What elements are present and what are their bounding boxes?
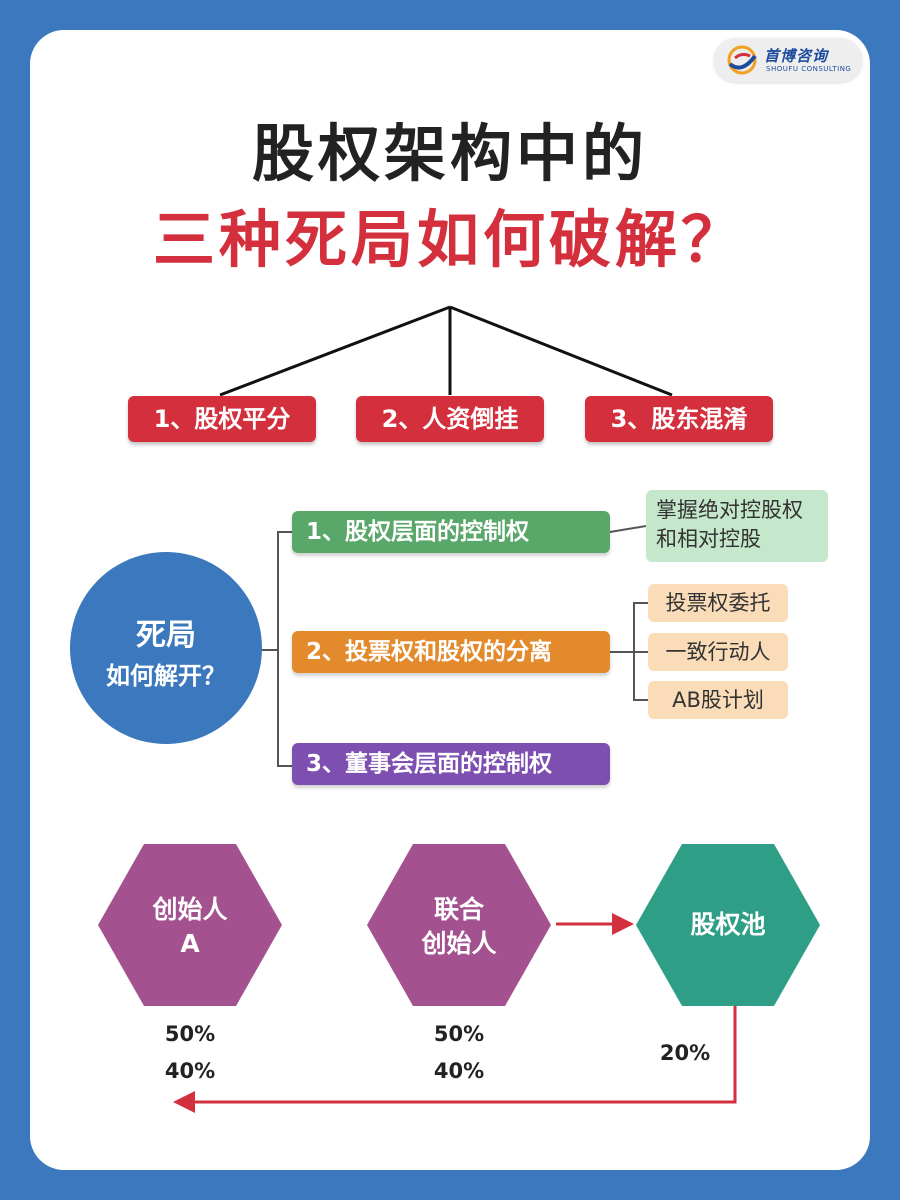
- brand-mark-icon: [727, 45, 757, 75]
- detail-tag-control: 掌握绝对控股权 和相对控股: [646, 490, 828, 562]
- solution-bar-2: 2、投票权和股权的分离: [292, 631, 610, 673]
- page-title-line1: 股权架构中的: [251, 117, 648, 190]
- brand-name-en: SHOUFU CONSULTING: [766, 65, 852, 73]
- tree-line-right: [449, 305, 673, 397]
- link-green-detail: [609, 525, 647, 533]
- founder-a-percent-2: 40%: [164, 1059, 216, 1083]
- detail-tag-control-line1: 掌握绝对控股权: [656, 498, 803, 522]
- cofounder-percent-1: 50%: [433, 1022, 485, 1046]
- hexagon-founder-a: [98, 844, 282, 1006]
- hexagon-equity-pool-label: 股权池: [690, 910, 766, 939]
- deadlock-box-2: 2、人资倒挂: [356, 396, 544, 442]
- detail-tag-ab-share: AB股计划: [648, 681, 788, 719]
- cofounder-percent-2: 40%: [433, 1059, 485, 1083]
- hexagon-founder-a-line2: A: [180, 929, 200, 958]
- equity-pool-percent: 20%: [659, 1041, 711, 1065]
- arrow-head-return: [173, 1091, 195, 1113]
- deadlock-box-3: 3、股东混淆: [585, 396, 773, 442]
- hexagon-founder-a-line1: 创始人: [152, 895, 228, 924]
- hexagon-equity-pool: [636, 844, 820, 1006]
- brand-logo: 首博咨询 SHOUFU CONSULTING: [714, 38, 862, 82]
- solution-bar-3: 3、董事会层面的控制权: [292, 743, 610, 785]
- hexagon-cofounder-line1: 联合: [433, 895, 484, 924]
- hexagon-founder-a-label: 创始人 A: [98, 893, 282, 961]
- detail-tag-control-line2: 和相对控股: [656, 527, 761, 551]
- page-title-line2: 三种死局如何破解？: [152, 203, 747, 276]
- solution-bar-1: 1、股权层面的控制权: [292, 511, 610, 553]
- bracket-main: [277, 531, 292, 767]
- arrow-head-pool: [612, 913, 634, 935]
- center-circle: 死局 如何解开？: [70, 552, 262, 744]
- detail-tag-concert-party: 一致行动人: [648, 633, 788, 671]
- hexagon-cofounder-line2: 创始人: [421, 929, 497, 958]
- arrow-return-path: [195, 1005, 737, 1104]
- deadlock-box-1: 1、股权平分: [128, 396, 316, 442]
- center-circle-line2: 如何解开？: [106, 662, 226, 690]
- hexagon-cofounder-label: 联合 创始人: [367, 893, 551, 961]
- detail-tag-vote-proxy: 投票权委托: [648, 584, 788, 622]
- founder-a-percent-1: 50%: [164, 1022, 216, 1046]
- tree-line-left: [219, 305, 451, 397]
- hexagon-cofounder: [367, 844, 551, 1006]
- brand-name-cn: 首博咨询: [764, 47, 829, 65]
- center-circle-line1: 死局: [136, 618, 196, 653]
